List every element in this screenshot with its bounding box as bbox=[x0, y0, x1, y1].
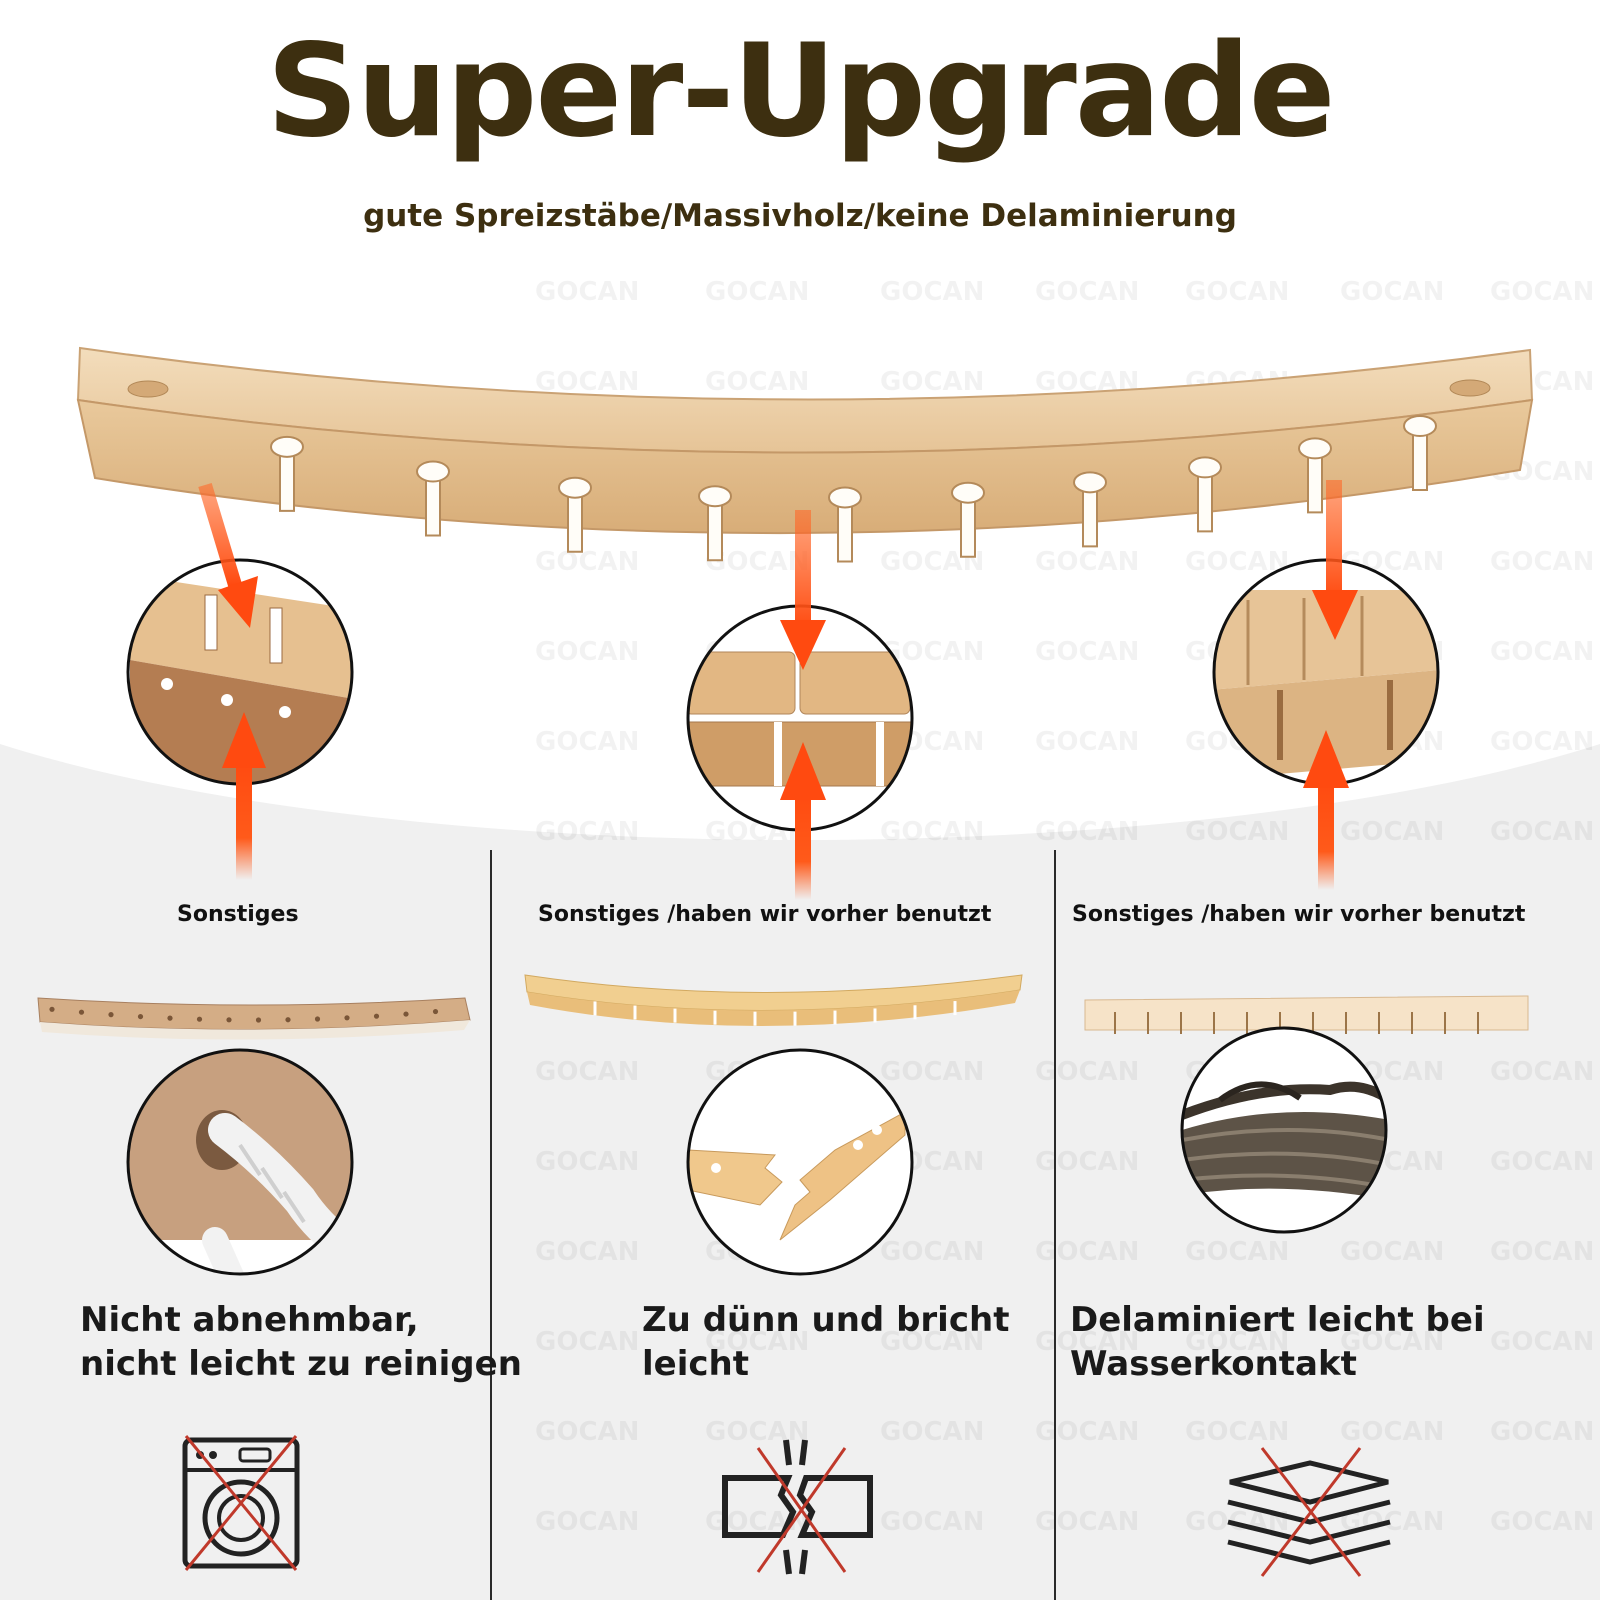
column-1-desc-line1: Nicht abnehmbar, bbox=[80, 1300, 419, 1340]
spreader-hole bbox=[1073, 471, 1107, 494]
spreader-slot bbox=[837, 502, 853, 563]
drill-hole bbox=[314, 1016, 321, 1022]
column-1-desc-line2: nicht leicht zu reinigen bbox=[80, 1344, 522, 1384]
drill-hole bbox=[49, 1006, 55, 1012]
drill-hole bbox=[285, 1017, 291, 1023]
spreader-slot bbox=[567, 492, 583, 553]
product-image-drilled-bar bbox=[37, 997, 471, 1040]
page-title: Super-Upgrade bbox=[266, 17, 1335, 166]
thin-slot bbox=[633, 1005, 637, 1020]
product-image-layered-bar bbox=[1084, 995, 1529, 1034]
thin-slot bbox=[593, 1001, 597, 1016]
spreader-slot bbox=[279, 451, 295, 512]
thin-slot bbox=[953, 1001, 957, 1016]
column-2-label: Sonstiges /haben wir vorher benutzt bbox=[538, 902, 992, 927]
drill-hole bbox=[344, 1015, 350, 1021]
column-2-desc-line2: leicht bbox=[642, 1344, 749, 1384]
column-2-desc-line1: Zu dünn und bricht bbox=[642, 1300, 1010, 1340]
spreader-slot bbox=[425, 476, 441, 537]
thin-slot bbox=[753, 1011, 757, 1026]
drill-hole bbox=[137, 1013, 144, 1020]
drill-hole bbox=[226, 1017, 232, 1023]
drill-hole bbox=[78, 1009, 85, 1015]
arrow-center-up bbox=[780, 742, 826, 900]
arrow-right-down bbox=[1312, 480, 1358, 640]
column-3-description: Delaminiert leicht bei Wasserkontakt bbox=[1070, 1298, 1485, 1386]
spreader-hole bbox=[558, 476, 592, 499]
drill-hole bbox=[403, 1011, 409, 1017]
spreader-hole bbox=[1188, 456, 1222, 479]
spreader-slot bbox=[1197, 472, 1213, 533]
arrow-left-down bbox=[198, 482, 258, 628]
spreader-hole bbox=[1403, 414, 1437, 437]
thin-slot bbox=[793, 1011, 797, 1026]
drill-hole bbox=[167, 1015, 173, 1021]
spreader-hole bbox=[1298, 437, 1332, 460]
detail-circle-delaminated bbox=[1180, 1026, 1388, 1234]
spreader-slot bbox=[960, 497, 976, 558]
thin-slot bbox=[833, 1010, 837, 1025]
detail-circle-rope bbox=[126, 1048, 354, 1276]
thin-slot bbox=[913, 1005, 917, 1020]
layers-crossed-icon bbox=[1227, 1447, 1391, 1577]
column-1-description: Nicht abnehmbar, nicht leicht zu reinige… bbox=[80, 1298, 522, 1386]
drill-hole bbox=[255, 1017, 262, 1023]
column-2-description: Zu dünn und bricht leicht bbox=[642, 1298, 1009, 1386]
arrow-left-up bbox=[222, 712, 266, 880]
column-1-label: Sonstiges bbox=[177, 902, 299, 927]
drill-hole bbox=[373, 1013, 380, 1019]
spreader-slot bbox=[1412, 430, 1428, 491]
column-3-label: Sonstiges /haben wir vorher benutzt bbox=[1072, 902, 1526, 927]
main-spreader-bar-image bbox=[76, 346, 1534, 563]
product-image-thin-bar bbox=[524, 974, 1023, 1027]
detail-circle-broken bbox=[686, 1048, 914, 1276]
thin-slot bbox=[873, 1008, 877, 1023]
drill-hole bbox=[432, 1008, 439, 1015]
page-subtitle: gute Spreizstäbe/Massivholz/keine Delami… bbox=[363, 198, 1237, 234]
drill-hole bbox=[196, 1016, 203, 1022]
spreader-slot bbox=[1082, 487, 1098, 548]
column-divider-1 bbox=[490, 850, 492, 1600]
column-3-desc-line2: Wasserkontakt bbox=[1070, 1344, 1357, 1384]
spreader-hole bbox=[270, 435, 304, 458]
arrow-center-down bbox=[780, 510, 826, 670]
washing-machine-crossed-icon bbox=[182, 1435, 300, 1571]
thin-slot bbox=[673, 1008, 677, 1023]
arrow-right-up bbox=[1303, 730, 1349, 890]
spreader-hole bbox=[416, 460, 450, 483]
spreader-hole bbox=[698, 485, 732, 508]
thin-slot bbox=[713, 1010, 717, 1025]
spreader-hole bbox=[828, 486, 862, 509]
broken-board-crossed-icon bbox=[722, 1439, 873, 1575]
column-divider-2 bbox=[1054, 850, 1056, 1600]
spreader-slot bbox=[707, 501, 723, 562]
column-3-desc-line1: Delaminiert leicht bei bbox=[1070, 1300, 1485, 1340]
spreader-slot bbox=[1307, 453, 1323, 514]
drill-hole bbox=[108, 1012, 114, 1018]
spreader-hole bbox=[951, 481, 985, 504]
